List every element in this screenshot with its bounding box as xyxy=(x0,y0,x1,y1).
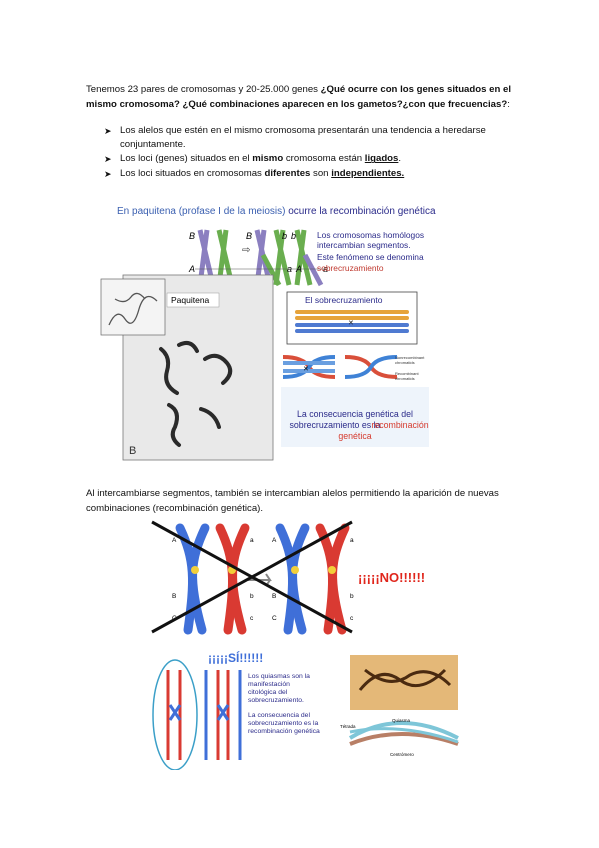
allele-label: a xyxy=(250,537,254,544)
crossover-box-title: El sobrecruzamiento xyxy=(305,295,383,305)
intro-question: ¿Qué ocurre con los genes situados en el… xyxy=(86,83,511,111)
fig1-desc: intercambian segmentos. xyxy=(317,240,411,250)
allele-label: B xyxy=(272,593,276,600)
svg-text:✕: ✕ xyxy=(348,320,354,327)
micrograph-inset xyxy=(100,278,166,336)
photo-label: Centrómero xyxy=(390,752,414,757)
allele-label: B xyxy=(189,231,195,241)
consequence-text: sobrecruzamiento es la xyxy=(290,420,381,430)
cross-out-line xyxy=(151,520,353,634)
allele-label: A xyxy=(188,264,195,274)
intro-paragraph: Tenemos 23 pares de cromosomas y 20-25.0… xyxy=(86,82,516,113)
chiasma-text: manifestación xyxy=(248,681,290,688)
fig1-desc-highlight: sobrecruzamiento xyxy=(317,263,384,273)
allele-label: B xyxy=(172,593,176,600)
allele-label: B xyxy=(246,231,252,241)
bullet-item: ➤ Los loci situados en cromosomas diferen… xyxy=(104,167,514,181)
pachytene-chromosomes xyxy=(159,341,233,447)
legend-text: chromatids xyxy=(395,376,415,381)
bullet-list: ➤ Los alelos que estén en el mismo cromos… xyxy=(104,124,514,181)
legend-text: chromatids xyxy=(395,360,415,365)
bullet-text: Los loci (genes) situados en el xyxy=(120,153,253,165)
chromosomes-wrong xyxy=(175,523,350,635)
arrow-bullet-icon: ➤ xyxy=(104,126,112,136)
chromosome-sketch xyxy=(108,292,158,326)
bullet-item: ➤ Los loci (genes) situados en el mismo c… xyxy=(104,152,514,166)
legend-text: Recombinant xyxy=(395,371,419,376)
allele-label: a xyxy=(323,264,328,274)
bullet-underline: independientes. xyxy=(331,167,405,179)
figure-recombination: En paquitena (profase I de la meiosis) o… xyxy=(100,206,436,461)
allele-label: a xyxy=(350,537,354,544)
allele-label: b xyxy=(350,593,354,600)
tetrad-drawing xyxy=(348,721,459,746)
bullet-bold: mismo xyxy=(252,153,284,165)
fig1-desc: Este fenómeno se denomina xyxy=(317,252,424,262)
chromosome-purple xyxy=(302,253,324,287)
consequence-highlight: genética xyxy=(338,431,371,441)
legend-text: Nonrecombinant xyxy=(395,355,425,360)
figure-no-yes: A a B b C c A a B b C c ¡¡¡¡¡NO!!!!!! ¡¡… xyxy=(151,520,459,770)
allele-label: c xyxy=(250,615,254,622)
allele-label: b xyxy=(250,593,254,600)
bullet-text: Los alelos que estén en el mismo cromoso… xyxy=(120,125,486,151)
consequence-text: La consecuencia genética del xyxy=(297,409,413,419)
allele-label: A xyxy=(172,537,177,544)
panel-b-label: B xyxy=(129,445,136,457)
allele-label: A xyxy=(272,537,277,544)
bullet-text: cromosoma están xyxy=(283,153,365,165)
chromatid-diagram: ✕ xyxy=(282,355,398,379)
no-label: ¡¡¡¡¡NO!!!!!! xyxy=(358,570,425,585)
bullet-bold: diferentes xyxy=(264,167,311,179)
chiasma-text: sobrecruzamiento es la xyxy=(248,720,318,727)
photo-label: Quiasma xyxy=(392,718,411,723)
chiasma-text: citológica del xyxy=(248,689,288,696)
chiasma-text: La consecuencia del xyxy=(248,712,310,719)
intro-colon: : xyxy=(507,99,510,111)
allele-label: b xyxy=(282,231,287,241)
arrow-bullet-icon: ➤ xyxy=(104,168,112,179)
highlight-ellipse xyxy=(152,659,198,770)
photo-label: Tétrada xyxy=(340,724,356,729)
chiasma-text: Los quiasmas son la xyxy=(248,673,310,680)
bullet-text: Los loci situados en cromosomas xyxy=(120,167,265,179)
allele-label: b xyxy=(291,231,296,241)
paquitena-label: Paquitena xyxy=(171,295,210,305)
intro-text: Tenemos 23 pares de cromosomas y 20-25.0… xyxy=(86,83,321,95)
exchange-paragraph: Al intercambiarse segmentos, también se … xyxy=(86,487,499,515)
arrow-bullet-icon: ➤ xyxy=(104,154,112,165)
allele-label: c xyxy=(350,615,354,622)
yes-label: ¡¡¡¡¡SÍ!!!!!! xyxy=(208,650,263,665)
bullet-item: ➤ Los alelos que estén en el mismo cromos… xyxy=(104,124,514,152)
bullet-text: son xyxy=(310,167,332,179)
fig1-title: En paquitena (profase I de la meiosis) o… xyxy=(117,206,436,217)
svg-text:✕: ✕ xyxy=(303,366,309,373)
consequence-highlight: recombinación xyxy=(371,420,428,430)
allele-label: C xyxy=(272,615,277,622)
arrow-icon: ⇨ xyxy=(242,245,250,256)
chromosome-green xyxy=(273,229,292,286)
chiasma-text: sobrecruzamiento. xyxy=(248,697,304,704)
bullet-underline: ligados xyxy=(364,153,399,165)
bullet-text: . xyxy=(398,153,402,165)
fig1-desc: Los cromosomas homólogos xyxy=(317,230,424,240)
chiasma-text: recombinación genética xyxy=(248,728,320,735)
chiasma-chromosomes xyxy=(166,670,242,760)
